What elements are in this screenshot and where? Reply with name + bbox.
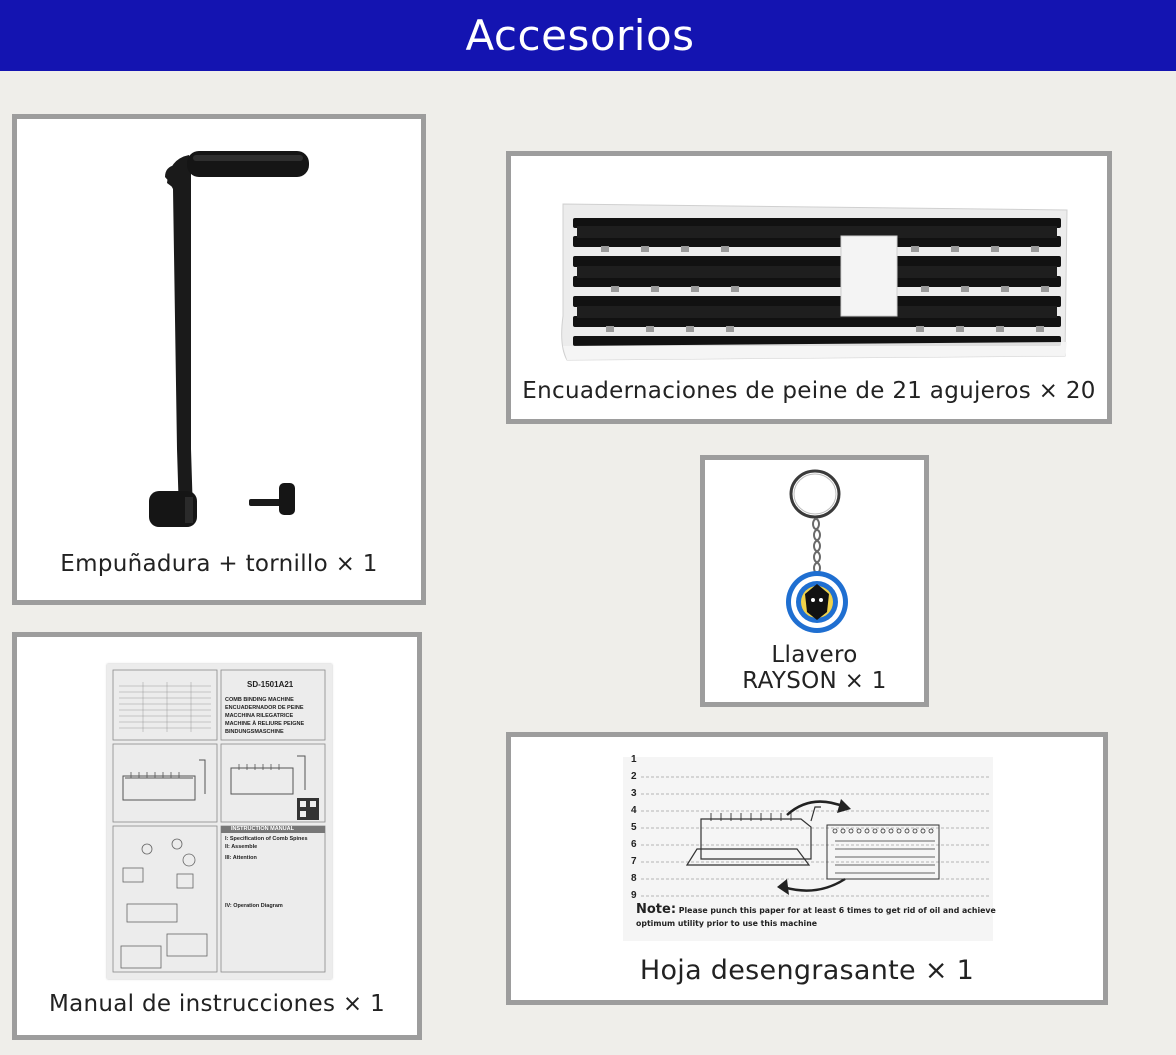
manual-section-2: II: Assemble	[225, 844, 258, 850]
accessory-card-handle: Empuñadura + tornillo × 1	[12, 114, 426, 605]
manual-model-number: SD-1501A21	[247, 680, 294, 689]
manual-section-header: INSTRUCTION MANUAL	[231, 826, 294, 832]
sheet-number-8: 8	[631, 873, 637, 884]
caption-keychain-line1: Llavero	[771, 642, 858, 668]
header-banner: Accesorios	[0, 0, 1176, 71]
sheet-note-label: Note:	[636, 902, 677, 917]
thumb-screw-icon	[249, 483, 295, 515]
accessory-card-sheet: 1 2 3 4 5 6 7 8 9 Note: Please punch thi…	[506, 732, 1108, 1005]
manual-document-icon: SD-1501A21 COMB BINDING MACHINE ENCUADER…	[107, 664, 332, 979]
sheet-number-1: 1	[631, 754, 637, 765]
accessory-card-combs: Encuadernaciones de peine de 21 agujeros…	[506, 151, 1112, 424]
degreasing-sheet-icon: 1 2 3 4 5 6 7 8 9 Note: Please punch thi…	[511, 737, 1103, 947]
sheet-number-9: 9	[631, 890, 637, 901]
sheet-number-3: 3	[631, 788, 637, 799]
caption-combs: Encuadernaciones de peine de 21 agujeros…	[522, 378, 1096, 404]
manual-lang-4: MACHINE À RELIURE PEIGNE	[225, 721, 305, 727]
page-title: Accesorios	[465, 11, 695, 60]
sheet-number-2: 2	[631, 771, 637, 782]
caption-handle: Empuñadura + tornillo × 1	[60, 551, 378, 577]
crank-handle-icon	[149, 151, 309, 527]
caption-keychain-line2: RAYSON × 1	[742, 668, 887, 694]
caption-sheet: Hoja desengrasante × 1	[639, 955, 975, 986]
sheet-note: Note: Please punch this paper for at lea…	[636, 903, 996, 930]
comb-spines-bundle-icon	[561, 203, 1068, 361]
manual-lang-3: MACCHINA RILEGATRICE	[225, 713, 294, 719]
manual-lang-2: ENCUADERNADOR DE PEINE	[225, 705, 304, 711]
sheet-number-7: 7	[631, 856, 637, 867]
keychain-icon	[786, 469, 848, 633]
caption-keychain: Llavero RAYSON × 1	[705, 642, 924, 694]
manual-section-1: I: Specification of Comb Spines	[225, 836, 308, 842]
sheet-number-6: 6	[631, 839, 637, 850]
sheet-number-4: 4	[631, 805, 637, 816]
manual-lang-1: COMB BINDING MACHINE	[225, 697, 294, 703]
caption-manual: Manual de instrucciones × 1	[48, 991, 386, 1017]
manual-section-3: III: Attention	[225, 855, 257, 861]
sheet-number-5: 5	[631, 822, 637, 833]
accessory-card-keychain: Llavero RAYSON × 1	[700, 455, 929, 707]
accessory-card-manual: SD-1501A21 COMB BINDING MACHINE ENCUADER…	[12, 632, 422, 1040]
manual-section-4: IV: Operation Diagram	[225, 903, 283, 909]
sheet-note-text: Please punch this paper for at least 6 t…	[636, 906, 996, 928]
manual-lang-5: BINDUNGSMASCHINE	[225, 729, 284, 735]
